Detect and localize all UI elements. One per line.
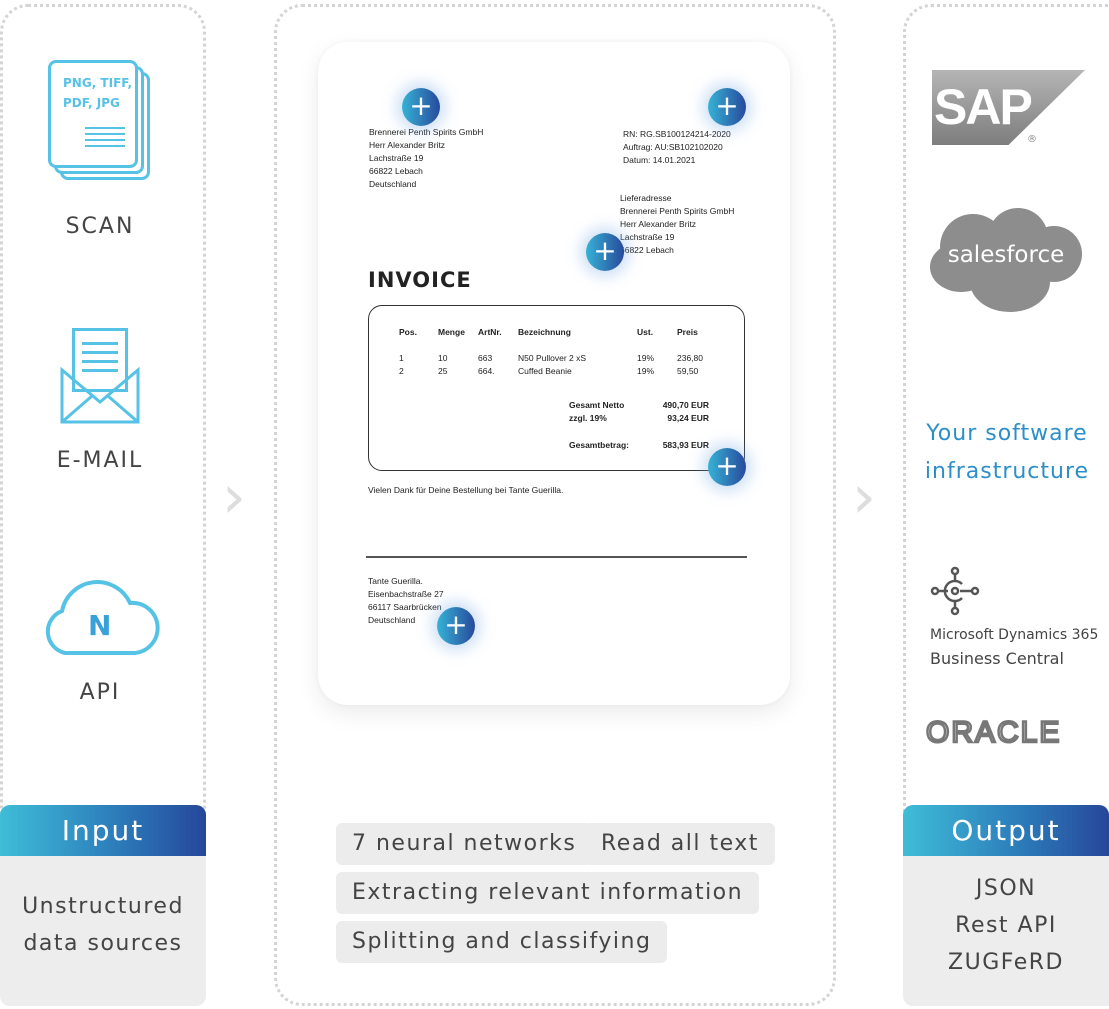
address-line: 66117 Saarbrücken (368, 602, 442, 612)
output-column (903, 4, 1109, 864)
dynamics-icon (930, 566, 980, 616)
column-header: Ust. (637, 327, 654, 337)
chevron-right-icon: › (222, 462, 246, 532)
output-formats: JSON Rest API ZUGFeRD (903, 856, 1109, 1006)
sender-address: Brennerei Penth Spirits GmbH Herr Alexan… (369, 126, 483, 191)
dynamics-line: Business Central (930, 649, 1064, 668)
invoice-table: Pos. Menge ArtNr. Bezeichnung Ust. Preis… (368, 305, 745, 471)
column-header: Preis (677, 327, 698, 337)
address-line: Herr Alexander Britz (369, 140, 446, 150)
feature-chip: 7 neural networks (336, 823, 593, 865)
footer-address: Tante Guerilla. Eisenbachstraße 27 66117… (368, 575, 444, 627)
api-label: API (79, 680, 121, 705)
column-header: Pos. (399, 327, 417, 337)
salesforce-logo: salesforce (930, 208, 1082, 313)
address-line: Deutschland (368, 615, 416, 625)
email-label: E-MAIL (56, 448, 144, 473)
address-line: Brennerei Penth Spirits GmbH (369, 127, 484, 137)
output-format: ZUGFeRD (948, 950, 1064, 975)
salesforce-text: salesforce (947, 242, 1065, 268)
address-line: 66822 Lebach (369, 166, 423, 176)
input-column (0, 4, 206, 864)
address-line: Herr Alexander Britz (620, 219, 697, 229)
input-description: Unstructured data sources (0, 856, 206, 1006)
sap-text: SAP (934, 79, 1033, 135)
plus-icon[interactable]: + (708, 448, 746, 486)
oracle-logo: ORACLE (925, 715, 1062, 751)
tagline-line: Your software (926, 421, 1088, 446)
meta-line: Datum: 14.01.2021 (623, 155, 696, 165)
input-description-line: data sources (23, 931, 183, 956)
address-line: Brennerei Penth Spirits GmbH (620, 206, 735, 216)
feature-chip: Splitting and classifying (336, 921, 668, 963)
email-icon (60, 328, 140, 424)
total-row: Gesamtbetrag:583,93 EUR (569, 440, 709, 450)
thanks-line: Vielen Dank für Deine Bestellung bei Tan… (368, 485, 564, 495)
delivery-address: Lieferadresse Brennerei Penth Spirits Gm… (620, 192, 734, 257)
registered-mark: ® (1027, 134, 1037, 145)
output-header: Output (903, 805, 1109, 856)
input-description-line: Unstructured (22, 894, 184, 919)
tagline: Your software infrastructure (905, 415, 1109, 491)
address-line: Lieferadresse (620, 193, 672, 203)
cloud-api-icon: N (45, 580, 160, 655)
output-format: Rest API (955, 913, 1057, 938)
scan-icon: PNG, TIFF, PDF, JPG (48, 60, 154, 185)
address-line: 66822 Lebach (620, 245, 674, 255)
plus-icon[interactable]: + (586, 233, 624, 271)
column-header: Bezeichnung (518, 327, 571, 337)
address-line: Eisenbachstraße 27 (368, 589, 444, 599)
invoice-document: Brennerei Penth Spirits GmbH Herr Alexan… (318, 42, 790, 705)
processing-column (274, 4, 836, 1006)
feature-chip: Extracting relevant information (336, 872, 760, 914)
address-line: Lachstraße 19 (620, 232, 675, 242)
meta-line: Auftrag: AU:SB102102020 (623, 142, 723, 152)
chevron-right-icon: › (852, 462, 876, 532)
scan-format-line: PNG, TIFF, (63, 76, 133, 90)
tagline-line: infrastructure (924, 459, 1090, 484)
invoice-meta: RN: RG.SB100124214-2020 Auftrag: AU:SB10… (623, 128, 731, 167)
input-header: Input (0, 805, 206, 856)
address-line: Deutschland (369, 179, 417, 189)
divider (366, 556, 747, 558)
scan-label: SCAN (65, 214, 135, 239)
svg-text:N: N (88, 609, 111, 642)
total-row: zzgl. 19%93,24 EUR (569, 413, 709, 423)
invoice-title: INVOICE (368, 268, 472, 292)
column-header: Menge (438, 327, 465, 337)
dynamics-line: Microsoft Dynamics 365 (930, 627, 1099, 643)
scan-format-line: PDF, JPG (63, 96, 120, 110)
plus-icon[interactable]: + (402, 88, 440, 126)
address-line: Tante Guerilla. (368, 576, 423, 586)
column-header: ArtNr. (478, 327, 502, 337)
address-line: Lachstraße 19 (369, 153, 424, 163)
plus-icon[interactable]: + (708, 88, 746, 126)
dynamics-text: Microsoft Dynamics 365 Business Central (930, 624, 1098, 670)
meta-line: RN: RG.SB100124214-2020 (623, 129, 731, 139)
plus-icon[interactable]: + (437, 607, 475, 645)
output-format: JSON (975, 876, 1037, 901)
feature-chip: Read all text (585, 823, 775, 865)
